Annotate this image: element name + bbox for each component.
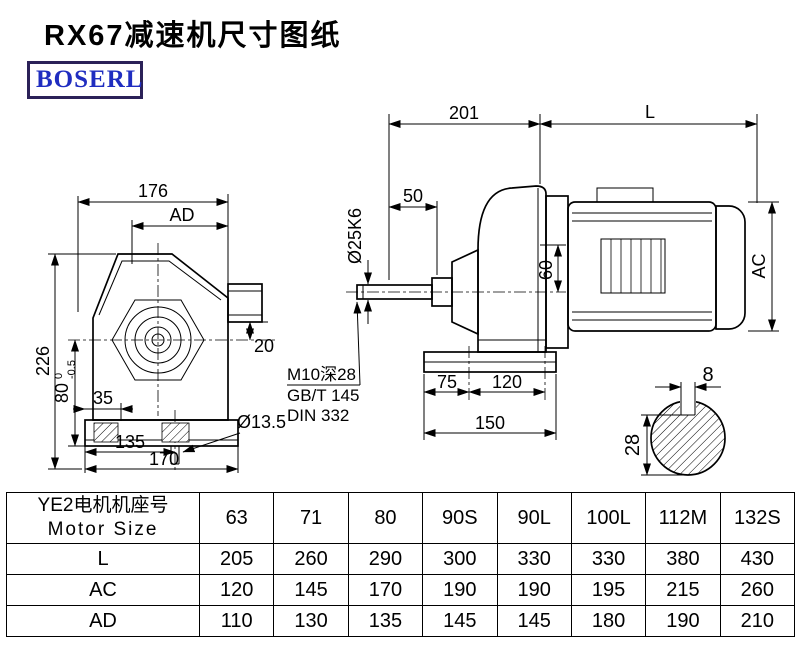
- table-cell: 260: [719, 574, 796, 606]
- table-cell: 110: [198, 605, 275, 637]
- dim-AC: AC: [749, 253, 769, 278]
- motor-size-label-en: Motor Size: [47, 519, 159, 540]
- table-row-AC: AC 120 145 170 190 190 195 215 260: [6, 574, 796, 606]
- table-header-row: YE2电机机座号 Motor Size 63 71 80 90S 90L 100…: [6, 492, 796, 544]
- dim-L: L: [645, 102, 655, 122]
- table-header-cell: 63: [198, 492, 275, 544]
- technical-drawing: 176 AD 226 80 0 -0.5: [33, 102, 779, 476]
- dim-75: 75: [437, 372, 457, 392]
- table-row-L: L 205 260 290 300 330 330 380 430: [6, 543, 796, 575]
- side-view-motor: [545, 187, 746, 349]
- table-cell: 145: [273, 574, 349, 606]
- dim-80-group: 80 0 -0.5: [52, 360, 78, 403]
- table-cell: 190: [645, 605, 721, 637]
- dim-AD: AD: [169, 205, 194, 225]
- dim-key-width-8: 8: [702, 364, 713, 386]
- table-cell: 330: [496, 543, 572, 575]
- note-gb-standard: GB/T 145: [287, 386, 359, 405]
- table-cell: 190: [496, 574, 572, 606]
- motor-size-table: YE2电机机座号 Motor Size 63 71 80 90S 90L 100…: [6, 492, 796, 637]
- brand-logo: BOSERL: [27, 61, 143, 99]
- shaft-section-view: 8 28: [622, 364, 726, 476]
- table-header-cell: 90S: [422, 492, 498, 544]
- dim-150: 150: [475, 413, 505, 433]
- table-header-cell: 80: [347, 492, 424, 544]
- table-cell: 135: [347, 605, 424, 637]
- dim-60: 60: [536, 260, 556, 280]
- table-cell: 130: [273, 605, 349, 637]
- note-din-standard: DIN 332: [287, 406, 349, 425]
- table-cell: 170: [347, 574, 424, 606]
- brand-logo-text: BOSERL: [36, 66, 144, 93]
- side-view-dimensions: 201 L 50 Ø25K6 60: [287, 102, 779, 440]
- table-cell: 145: [496, 605, 572, 637]
- table-cell: 120: [198, 574, 275, 606]
- table-cell: 205: [198, 543, 275, 575]
- dim-35: 35: [93, 388, 113, 408]
- motor-fan-cowl: [715, 205, 746, 330]
- row-label: AD: [6, 605, 200, 637]
- dim-hole-13-5: Ø13.5: [237, 412, 286, 432]
- table-cell: 330: [570, 543, 647, 575]
- table-cell: 380: [645, 543, 721, 575]
- dim-176: 176: [138, 181, 168, 201]
- front-view-housing: [84, 253, 263, 465]
- dim-80-tol-lower: -0.5: [66, 360, 78, 379]
- table-cell: 260: [273, 543, 349, 575]
- dim-170: 170: [149, 449, 179, 469]
- table-header-cell: 71: [273, 492, 349, 544]
- dim-80-tol-upper: 0: [53, 373, 65, 379]
- dim-201: 201: [449, 103, 479, 123]
- dim-80: 80: [52, 383, 72, 403]
- table-header-cell: 112M: [645, 492, 721, 544]
- table-header-cell: 100L: [570, 492, 647, 544]
- table-cell: 190: [422, 574, 498, 606]
- table-cell: 300: [422, 543, 498, 575]
- dim-135: 135: [115, 432, 145, 452]
- table-cell: 430: [719, 543, 796, 575]
- dim-key-depth-28: 28: [622, 434, 644, 456]
- row-label: AC: [6, 574, 200, 606]
- table-header-cell: 132S: [719, 492, 796, 544]
- front-view-dimensions: 176 AD 226 80 0 -0.5: [33, 181, 286, 473]
- front-view: 176 AD 226 80 0 -0.5: [33, 181, 286, 473]
- table-cell: 195: [570, 574, 647, 606]
- dim-20: 20: [254, 336, 274, 356]
- motor-terminal-box: [596, 187, 654, 203]
- dim-50: 50: [403, 186, 423, 206]
- row-label: L: [6, 543, 200, 575]
- dim-120: 120: [492, 372, 522, 392]
- dim-226: 226: [33, 346, 53, 376]
- table-cell: 180: [570, 605, 647, 637]
- note-tap-m10: M10深28: [287, 365, 356, 384]
- table-header-motor-size: YE2电机机座号 Motor Size: [6, 492, 200, 544]
- table-cell: 215: [645, 574, 721, 606]
- side-view: 201 L 50 Ø25K6 60: [287, 102, 779, 440]
- table-cell: 145: [422, 605, 498, 637]
- dim-shaft-dia: Ø25K6: [345, 208, 365, 264]
- table-header-cell: 90L: [496, 492, 572, 544]
- table-row-AD: AD 110 130 135 145 145 180 190 210: [6, 605, 796, 637]
- table-cell: 290: [347, 543, 424, 575]
- table-cell: 210: [719, 605, 796, 637]
- page-title: RX67减速机尺寸图纸: [44, 20, 342, 52]
- motor-size-label-cn: YE2电机机座号: [37, 495, 169, 516]
- side-view-gearbox: [356, 185, 557, 400]
